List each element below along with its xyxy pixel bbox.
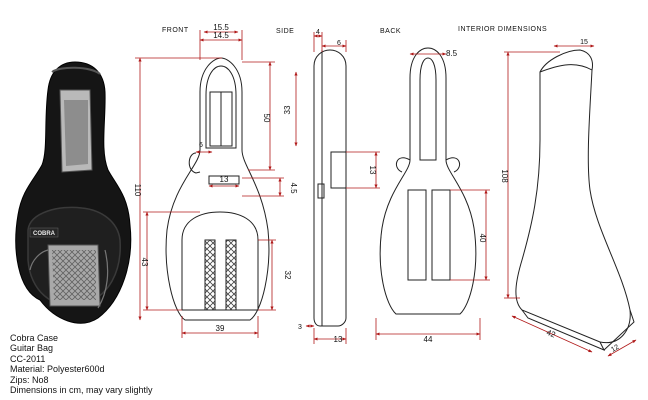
dim-front-height-total: 110 bbox=[133, 184, 142, 197]
dimension-lines bbox=[135, 30, 637, 357]
spec-line: Zips: No8 bbox=[10, 374, 49, 385]
view-label-side: SIDE bbox=[276, 28, 294, 35]
product-photo: COBRA bbox=[15, 61, 132, 324]
dim-interior-depth: 12 bbox=[610, 344, 620, 354]
dim-front-lower-height: 43 bbox=[140, 258, 149, 267]
dim-front-pocket-height: 50 bbox=[262, 114, 271, 123]
dim-front-lower-pocket-height: 32 bbox=[283, 271, 292, 280]
spec-block: Cobra Case Guitar Bag CC-2011 Material: … bbox=[10, 333, 153, 395]
view-label-back: BACK bbox=[380, 28, 401, 35]
dim-front-pocket-width: 13 bbox=[220, 175, 229, 184]
spec-line: Guitar Bag bbox=[10, 343, 54, 354]
dim-interior-height: 108 bbox=[500, 169, 509, 183]
dim-front-pocket-gap: 4.5 bbox=[289, 182, 298, 194]
dimension-labels: 15.5 14.5 110 50 33 4.5 13 6 43 32 39 4 … bbox=[133, 23, 620, 354]
dim-side-upper-depth: 6 bbox=[337, 40, 341, 47]
spec-line: Material: Polyester600d bbox=[10, 364, 105, 375]
dim-side-top-depth: 4 bbox=[316, 29, 320, 36]
dim-back-panel-height: 40 bbox=[478, 234, 487, 243]
spec-line: CC-2011 bbox=[10, 353, 46, 364]
dim-back-bottom-width: 44 bbox=[424, 335, 433, 344]
view-label-front: FRONT bbox=[162, 27, 189, 34]
dim-front-bottom-width: 39 bbox=[216, 324, 225, 333]
spec-line: Cobra Case bbox=[10, 333, 59, 343]
back-view bbox=[379, 47, 477, 315]
view-titles: FRONT SIDE BACK INTERIOR DIMENSIONS bbox=[162, 26, 547, 35]
dim-side-bottom-offset: 3 bbox=[298, 324, 302, 331]
dim-side-bottom-depth: 13 bbox=[334, 335, 343, 344]
dim-front-neck-pocket-height: 33 bbox=[283, 105, 292, 114]
front-view bbox=[165, 57, 270, 321]
dim-front-handle-offset: 6 bbox=[199, 142, 203, 149]
dim-interior-top-width: 15 bbox=[580, 39, 588, 46]
view-label-interior: INTERIOR DIMENSIONS bbox=[458, 26, 547, 33]
interior-view bbox=[515, 49, 635, 351]
dim-front-width-top: 15.5 bbox=[213, 23, 229, 32]
side-view bbox=[313, 49, 347, 327]
dim-back-neck-width: 8.5 bbox=[446, 49, 458, 58]
dim-front-width-inner: 14.5 bbox=[213, 31, 229, 40]
logo-text: COBRA bbox=[33, 231, 56, 237]
spec-line: Dimensions in cm, may vary slightly bbox=[10, 385, 153, 396]
dim-side-pocket-height: 13 bbox=[368, 166, 377, 175]
dim-interior-bottom-width: 42 bbox=[545, 328, 557, 340]
